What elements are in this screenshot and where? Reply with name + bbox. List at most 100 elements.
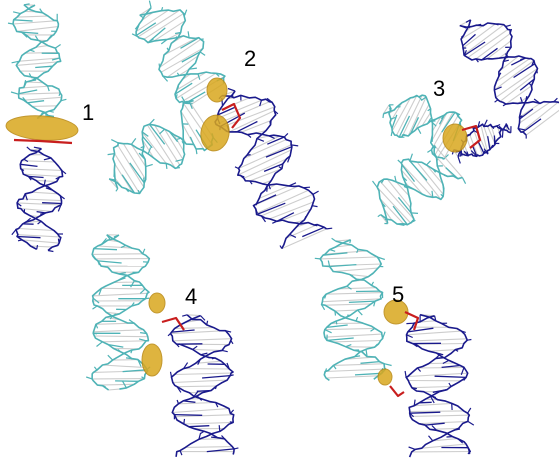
base-pair-rung: [17, 234, 60, 238]
base-pair-rung: [185, 446, 233, 448]
base-pair-rung: [18, 92, 61, 95]
base-pair-rung: [176, 71, 207, 91]
backbone-substituent: [25, 217, 31, 223]
base-pair-rung: [496, 58, 530, 83]
base-pair-rung: [320, 256, 378, 260]
sugar-stick: [144, 13, 147, 16]
sugar-stick: [410, 117, 420, 134]
base-pair-rung: [334, 309, 358, 312]
backbone-substituent: [345, 344, 352, 348]
base-pair-rung: [130, 144, 147, 167]
sugar-stick: [211, 436, 218, 439]
base-pair-rung: [262, 179, 272, 185]
base-pair-rung: [430, 112, 448, 143]
base-pair-rung: [24, 51, 58, 54]
backbone-substituent: [189, 67, 197, 70]
backbone-strand: [170, 314, 235, 457]
sugar-stick: [354, 372, 382, 376]
base-pair-rung: [17, 202, 62, 206]
base-pair-rung: [35, 179, 57, 183]
backbone-substituent: [107, 153, 115, 156]
backbone-substituent: [417, 127, 422, 134]
backbone-substituent: [101, 238, 107, 245]
base-pair-rung: [519, 102, 541, 118]
backbone-substituent: [211, 357, 216, 360]
base-pair-rung: [406, 338, 467, 342]
backbone-substituent: [408, 186, 416, 191]
sugar-stick: [168, 130, 179, 143]
base-pair-rung: [418, 420, 468, 425]
sugar-stick: [519, 78, 535, 91]
base-pair-rung: [146, 124, 176, 169]
backbone-substituent: [140, 145, 145, 149]
backbone-substituent: [23, 79, 27, 88]
base-pair-rung: [22, 198, 62, 202]
backbone-substituent: [273, 110, 279, 115]
backbone-substituent: [266, 97, 273, 103]
backbone-substituent: [397, 159, 402, 164]
sugar-stick: [498, 131, 501, 134]
backbone-substituent: [455, 112, 459, 117]
base-pair-rung: [113, 281, 140, 284]
base-pair-rung: [141, 139, 155, 159]
sugar-stick: [125, 357, 132, 360]
backbone-substituent: [39, 8, 43, 14]
base-pair-rung: [401, 94, 423, 138]
base-pair-rung: [101, 287, 146, 290]
base-pair-rung: [22, 239, 60, 244]
backbone-substituent: [11, 60, 20, 64]
sugar-stick: [522, 118, 542, 133]
backbone-substituent: [214, 385, 218, 390]
backbone-strand: [139, 9, 226, 84]
backbone-substituent: [46, 85, 50, 92]
backbone-substituent: [368, 272, 374, 278]
base-pair-rung: [258, 185, 290, 199]
sugar-stick: [108, 343, 124, 348]
sugar-stick: [45, 187, 53, 191]
base-pair-rung: [335, 244, 352, 248]
sugar-stick: [348, 300, 376, 304]
backbone-substituent: [287, 155, 291, 163]
backbone-substituent: [115, 188, 119, 192]
backbone-substituent: [443, 154, 449, 160]
backbone-substituent: [234, 166, 239, 170]
backbone-substituent: [148, 118, 155, 125]
sugar-stick: [511, 57, 526, 66]
base-pair-rung: [93, 329, 144, 333]
base-pair-rung: [187, 314, 201, 317]
sugar-stick: [171, 329, 195, 333]
backbone-substituent: [21, 31, 28, 38]
base-pair-rung: [407, 96, 427, 137]
backbone-substituent: [355, 316, 359, 322]
backbone-substituent: [433, 145, 437, 149]
base-pair-rung: [376, 186, 411, 224]
base-pair-rung: [462, 23, 496, 49]
backbone-substituent: [226, 362, 230, 370]
sugar-stick: [445, 167, 459, 180]
backbone-substituent: [195, 148, 198, 155]
backbone-substituent: [483, 148, 489, 154]
backbone-substituent: [404, 370, 407, 378]
sugar-stick: [487, 136, 491, 150]
base-pair-rung: [406, 330, 462, 336]
backbone-substituent: [335, 320, 338, 325]
backbone-substituent: [255, 208, 258, 214]
backbone-substituent: [331, 237, 337, 242]
backbone-substituent: [91, 254, 97, 261]
sugar-stick: [21, 31, 39, 35]
base-pair-rung: [173, 134, 185, 152]
base-pair-rung: [97, 383, 135, 386]
sugar-stick: [340, 241, 343, 244]
backbone-substituent: [518, 128, 525, 131]
backbone-substituent: [303, 186, 311, 189]
backbone-substituent: [519, 115, 523, 118]
backbone-substituent: [197, 358, 201, 365]
sugar-stick: [426, 117, 432, 125]
sugar-stick: [326, 337, 354, 342]
sugar-stick: [360, 360, 380, 364]
backbone-substituent: [324, 294, 327, 299]
backbone-substituent: [175, 94, 178, 99]
backbone-substituent: [289, 233, 297, 238]
sugar-stick: [513, 63, 536, 79]
base-pair-rung: [97, 245, 132, 249]
